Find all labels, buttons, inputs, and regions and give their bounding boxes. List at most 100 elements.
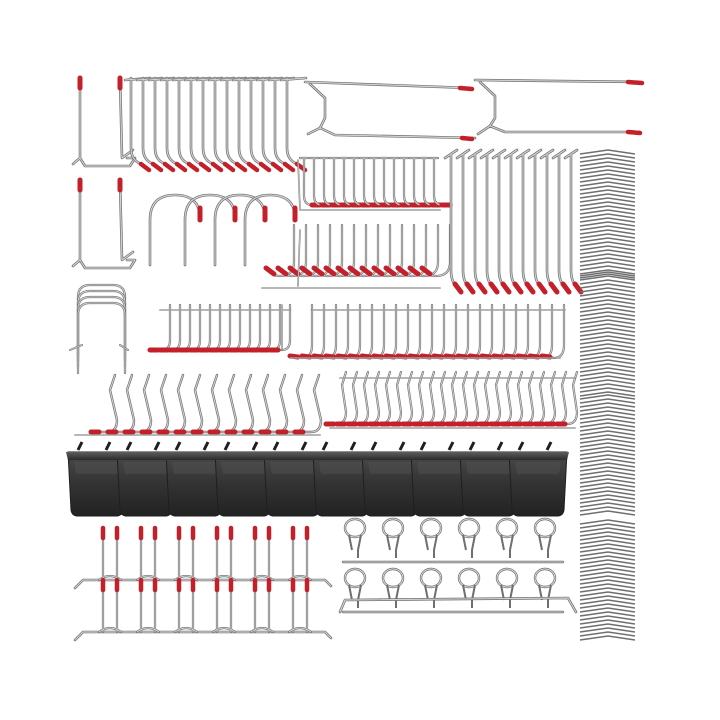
angled-hook bbox=[389, 370, 414, 427]
wire-clip-stacks bbox=[579, 149, 636, 641]
red-tip bbox=[431, 353, 445, 360]
double-hook-racks bbox=[71, 75, 137, 270]
red-tip bbox=[150, 161, 164, 173]
angled-hook-group-right bbox=[323, 370, 579, 429]
angled-hook bbox=[532, 370, 557, 427]
wire-clip-stack bbox=[579, 394, 636, 516]
double-hook-rack bbox=[71, 75, 137, 168]
u-hook bbox=[311, 223, 344, 278]
red-tip bbox=[527, 353, 541, 360]
l-hook-group-right bbox=[287, 303, 566, 360]
hook bbox=[171, 76, 200, 173]
rail-hook bbox=[303, 80, 477, 142]
red-tip bbox=[625, 129, 643, 136]
prong-pair bbox=[97, 525, 123, 582]
ring-hook bbox=[457, 517, 481, 558]
red-tip bbox=[572, 281, 584, 295]
ring-base-bar bbox=[338, 596, 578, 614]
u-frame bbox=[76, 283, 127, 357]
red-tip bbox=[479, 353, 493, 360]
u-frame bbox=[76, 289, 127, 363]
angled-hook bbox=[88, 373, 119, 435]
hook bbox=[503, 148, 524, 295]
ring-hook bbox=[495, 567, 519, 608]
hook bbox=[515, 148, 536, 295]
wire-clip-stack bbox=[579, 519, 636, 641]
red-tip bbox=[234, 161, 248, 173]
arch-hook bbox=[243, 193, 298, 267]
ring-hook bbox=[457, 567, 481, 608]
prong-pair bbox=[135, 525, 161, 582]
group-frame bbox=[289, 309, 566, 359]
stacked-u-frames bbox=[69, 283, 129, 375]
angled-hook-group-left bbox=[74, 373, 323, 436]
angled-hook bbox=[356, 370, 381, 427]
u-hook bbox=[263, 223, 296, 278]
angled-hook bbox=[292, 373, 323, 435]
prong-pair bbox=[249, 525, 275, 582]
red-tip bbox=[560, 281, 572, 295]
u-hook bbox=[407, 223, 440, 278]
hook bbox=[491, 148, 512, 295]
red-tip bbox=[270, 161, 284, 173]
j-hook bbox=[398, 156, 423, 208]
group-frame bbox=[329, 377, 576, 429]
red-tip bbox=[503, 353, 517, 360]
angled-hook bbox=[378, 370, 403, 427]
ring-hook-row bbox=[341, 567, 565, 614]
angled-hook bbox=[345, 370, 370, 427]
red-tip bbox=[524, 281, 536, 295]
angled-hook bbox=[400, 370, 425, 427]
angled-hook bbox=[477, 370, 502, 427]
red-tip bbox=[335, 265, 349, 277]
red-tip bbox=[299, 353, 313, 360]
hook bbox=[147, 76, 176, 173]
plastic-bin bbox=[360, 441, 422, 517]
u-hook bbox=[383, 223, 416, 278]
angled-hook bbox=[543, 370, 568, 427]
l-hook bbox=[147, 303, 172, 353]
red-tip bbox=[455, 353, 469, 360]
red-tip bbox=[210, 161, 224, 173]
prong-pair bbox=[211, 577, 237, 634]
red-tip bbox=[419, 265, 433, 277]
plastic-bin bbox=[311, 441, 373, 517]
hook bbox=[243, 76, 272, 173]
double-hook-rack bbox=[71, 177, 137, 270]
red-tip bbox=[395, 353, 409, 360]
red-tip bbox=[311, 353, 325, 360]
group-frame bbox=[159, 304, 291, 351]
hook bbox=[219, 76, 248, 173]
l-hook bbox=[287, 303, 314, 360]
red-tip bbox=[174, 161, 188, 173]
u-hook bbox=[395, 223, 428, 278]
ring-hook bbox=[381, 517, 405, 558]
wire-clip-stack bbox=[579, 149, 636, 279]
red-tip bbox=[625, 79, 645, 86]
prong-pair bbox=[287, 525, 313, 582]
ring-hooks bbox=[338, 517, 578, 614]
plastic-bin bbox=[115, 441, 177, 517]
arch-hook bbox=[148, 193, 203, 267]
angled-hook bbox=[455, 370, 480, 427]
hook bbox=[183, 76, 212, 173]
u-hook bbox=[371, 223, 404, 278]
red-tip bbox=[359, 265, 373, 277]
red-tip bbox=[371, 265, 385, 277]
rack-bar bbox=[73, 578, 333, 590]
j-hook bbox=[428, 156, 453, 208]
red-tip bbox=[383, 265, 397, 277]
red-tip bbox=[464, 281, 476, 295]
j-hook bbox=[348, 156, 373, 208]
hook bbox=[479, 148, 500, 295]
red-tip bbox=[383, 353, 397, 360]
angled-hook bbox=[510, 370, 535, 427]
u-frame bbox=[76, 295, 127, 369]
j-hook bbox=[388, 156, 413, 208]
hook bbox=[123, 76, 152, 173]
double-prong-rack bbox=[73, 525, 333, 590]
wire-clip-stack bbox=[579, 271, 636, 397]
j-hook bbox=[368, 156, 393, 208]
